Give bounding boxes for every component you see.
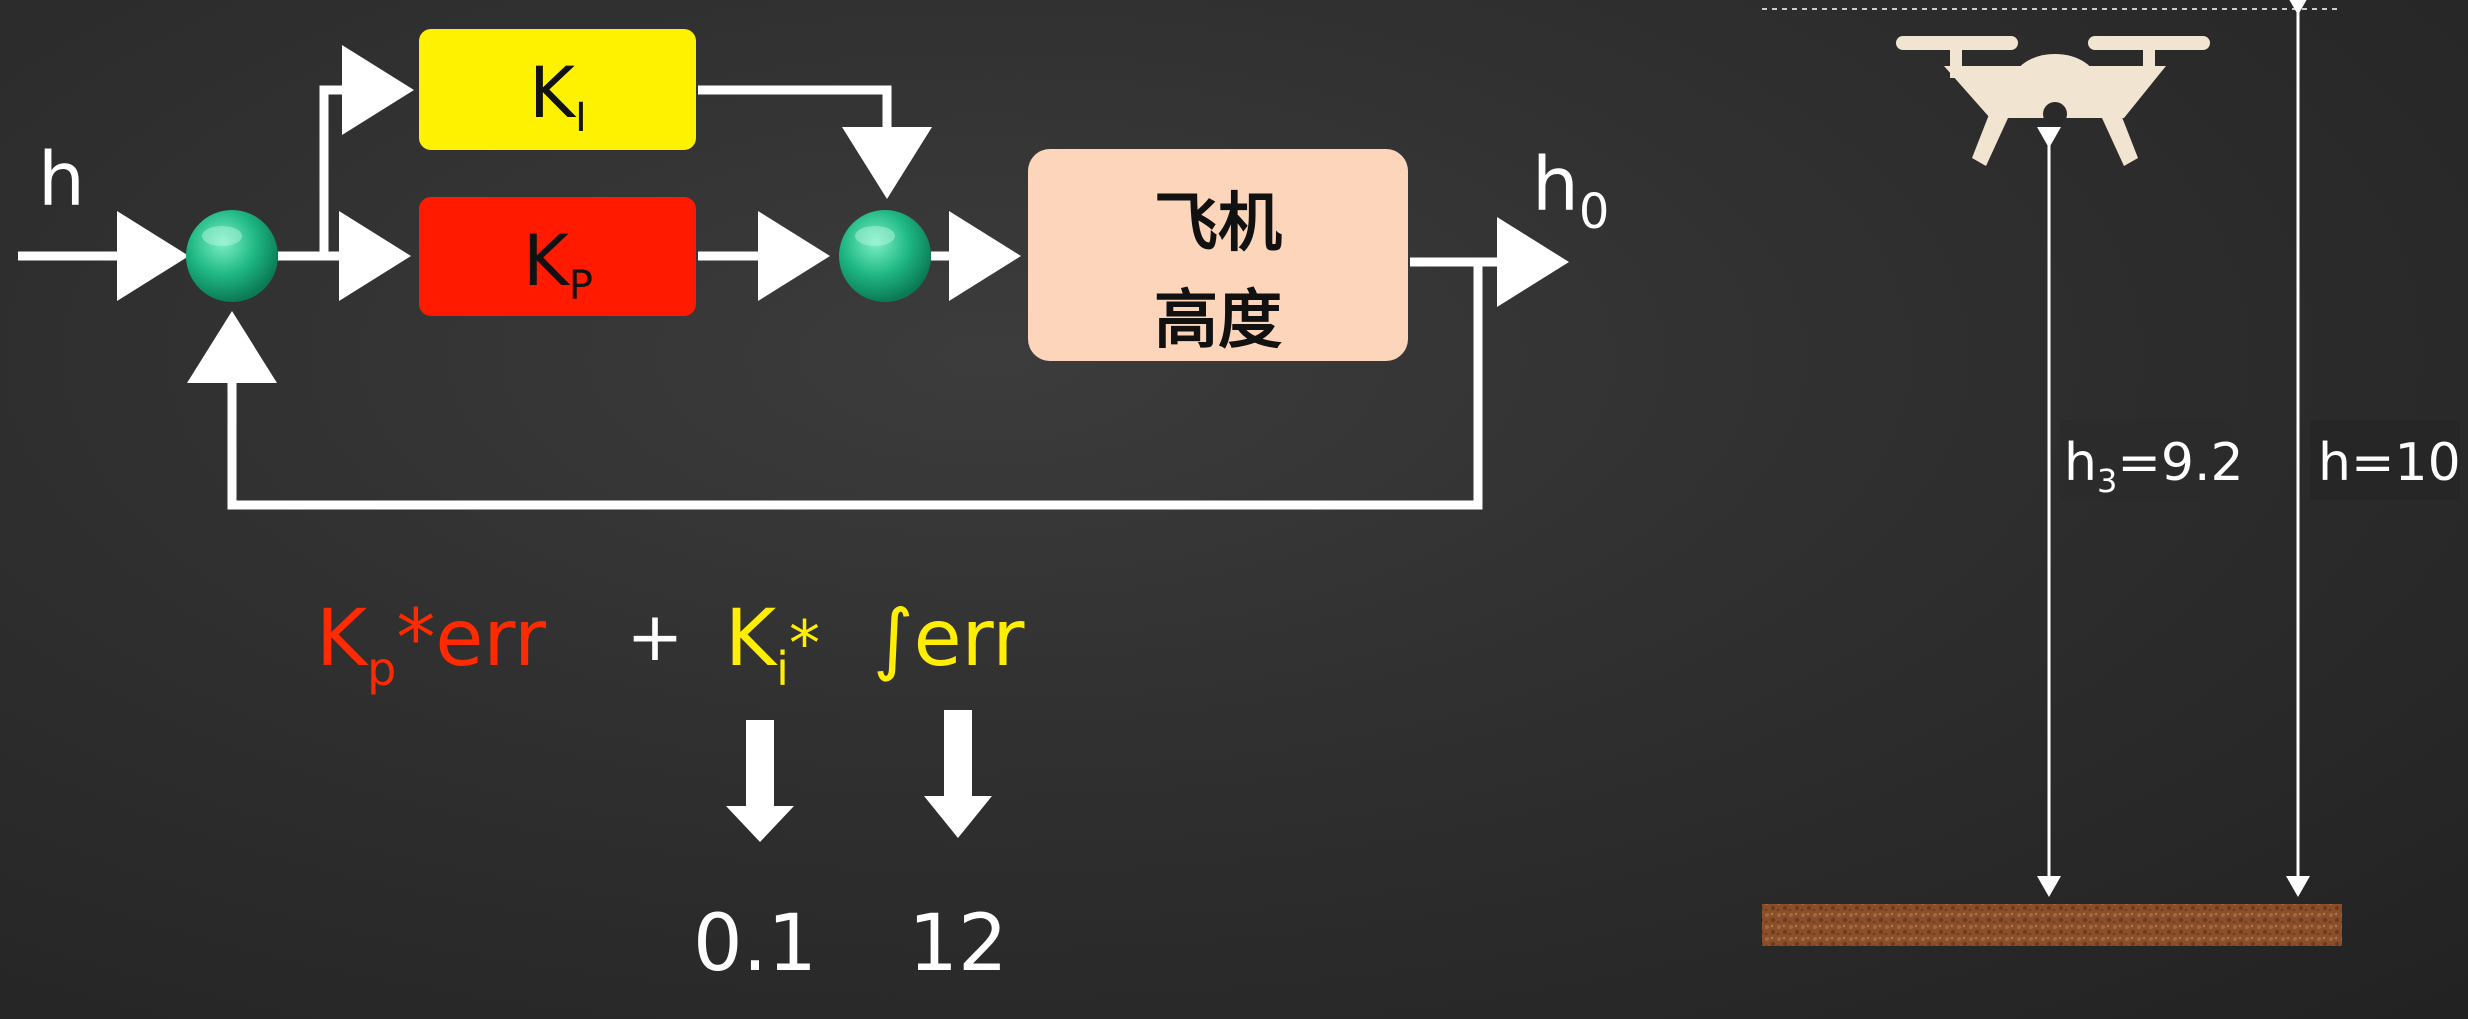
- plus-sign: +: [627, 598, 684, 677]
- value-integral-err: 12: [908, 899, 1007, 989]
- ki-block: [419, 29, 696, 150]
- target-height-label: h=10: [2318, 433, 2461, 493]
- sum-node-2-highlight: [855, 226, 895, 246]
- integral-err-term: ∫err: [873, 594, 1025, 684]
- input-label: h: [38, 137, 85, 223]
- target-label-bg: [2310, 420, 2460, 500]
- measured-label-bg: [2060, 420, 2230, 500]
- plant-label-line2: 高度: [1154, 284, 1282, 358]
- drone-scene: h3=9.2 h=10: [1762, 0, 2461, 946]
- sum-node-1-highlight: [202, 226, 242, 246]
- output-label: h0: [1532, 142, 1609, 240]
- ground: [1762, 904, 2342, 946]
- ki-block-label: KI: [529, 52, 587, 141]
- ki-to-sum: [698, 85, 932, 199]
- pi-formula: Kp*err + Ki* ∫err 0.1 12: [316, 594, 1025, 989]
- ki-term: Ki*: [725, 594, 820, 696]
- feedback-loop: [187, 262, 1483, 510]
- value-ki: 0.1: [693, 899, 817, 989]
- drone-icon: [1896, 36, 2210, 166]
- plant-label-line1: 飞机: [1154, 187, 1282, 261]
- block-diagram: h KI KP 飞机 高度 h0: [18, 29, 1609, 510]
- down-arrow-ki: [726, 720, 794, 842]
- sum-node-1: [186, 210, 278, 302]
- kp-block: [419, 197, 696, 316]
- branch-to-ki: [278, 45, 414, 261]
- kp-term: Kp*err: [316, 594, 547, 696]
- down-arrow-integral: [924, 710, 992, 838]
- sum-node-2: [839, 210, 931, 302]
- plant-block: [1028, 149, 1408, 361]
- measured-height-label: h3=9.2: [2064, 433, 2244, 500]
- kp-block-label: KP: [523, 220, 593, 309]
